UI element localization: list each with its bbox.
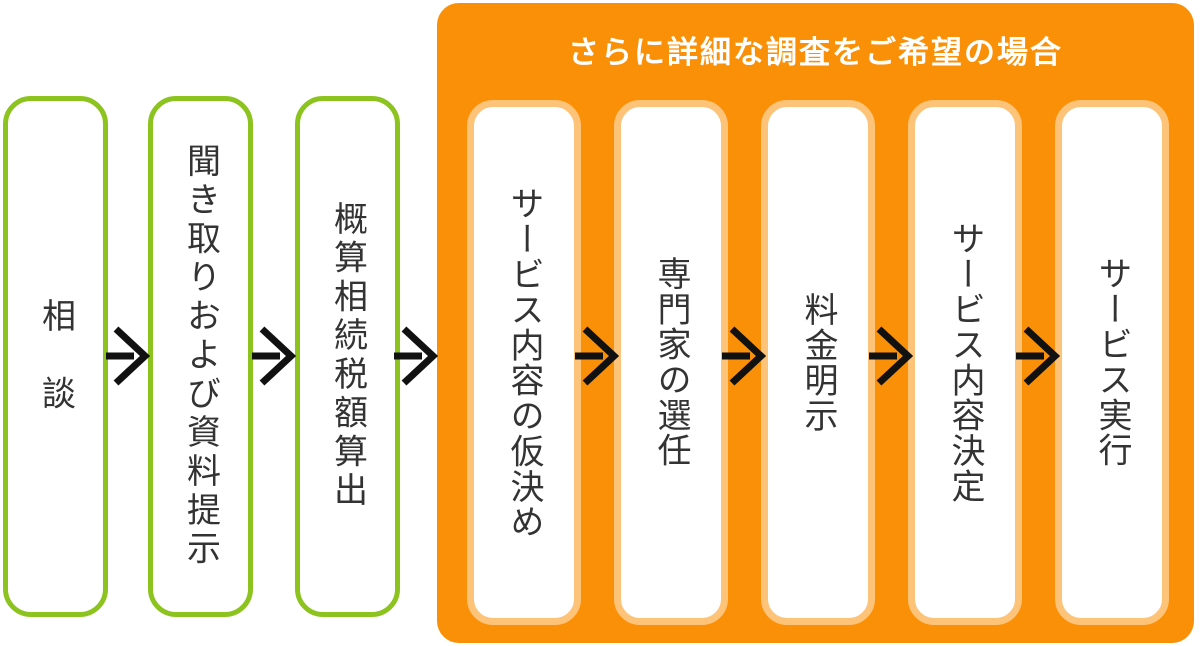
arrow-icon-5 bbox=[722, 326, 766, 386]
arrow-icon-2 bbox=[252, 326, 296, 386]
step-box-tentative-service-decision: サービス内容の仮決め bbox=[467, 100, 581, 625]
step-box-estimate-inheritance-tax: 概算相続税額算出 bbox=[295, 96, 400, 617]
step-label-estimate-inheritance-tax: 概算相続税額算出 bbox=[328, 201, 367, 512]
step-label-consultation: 相 談 bbox=[36, 298, 75, 415]
step-label-service-decision: サービス内容決定 bbox=[946, 221, 984, 504]
detailed-section-title: さらに詳細な調査をご希望の場合 bbox=[568, 35, 1063, 70]
step-box-service-decision: サービス内容決定 bbox=[908, 100, 1022, 625]
step-box-fee-disclosure: 料金明示 bbox=[761, 100, 875, 625]
step-box-consultation: 相 談 bbox=[3, 96, 108, 617]
step-box-expert-selection: 専門家の選任 bbox=[614, 100, 728, 625]
arrow-icon-1 bbox=[106, 326, 150, 386]
step-label-service-execution: サービス実行 bbox=[1093, 256, 1131, 469]
arrow-icon-6 bbox=[869, 326, 913, 386]
step-label-hearing-and-documents: 聞き取りおよび資料提示 bbox=[181, 143, 220, 570]
step-label-fee-disclosure: 料金明示 bbox=[799, 291, 837, 434]
step-label-tentative-service-decision: サービス内容の仮決め bbox=[505, 185, 543, 540]
arrow-icon-7 bbox=[1016, 326, 1060, 386]
arrow-icon-4 bbox=[575, 326, 619, 386]
step-box-hearing-and-documents: 聞き取りおよび資料提示 bbox=[148, 96, 253, 617]
arrow-icon-3 bbox=[394, 326, 438, 386]
step-box-service-execution: サービス実行 bbox=[1055, 100, 1169, 625]
step-label-expert-selection: 専門家の選任 bbox=[652, 256, 690, 469]
